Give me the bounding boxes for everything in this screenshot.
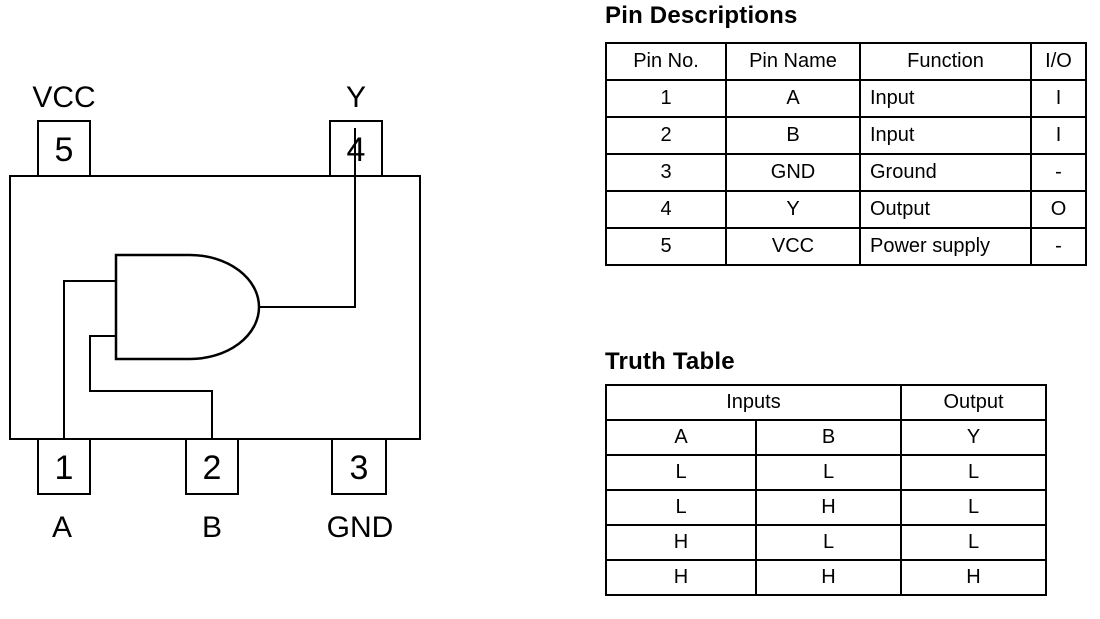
table-cell: VCC <box>725 227 861 266</box>
table-cell: H <box>605 524 757 561</box>
table-cell: B <box>725 116 861 155</box>
header-io: I/O <box>1030 42 1087 81</box>
pin-table-row: 3 GND Ground - <box>605 153 1087 192</box>
pin-descriptions-table: Pin No. Pin Name Function I/O 1 A Input … <box>605 42 1087 266</box>
table-cell: H <box>900 559 1047 596</box>
table-cell: Input <box>859 79 1032 118</box>
table-cell: L <box>605 454 757 491</box>
table-cell: I <box>1030 116 1087 155</box>
pin2-name-label: B <box>202 511 222 544</box>
table-cell: Output <box>859 190 1032 229</box>
pin-table-header-row: Pin No. Pin Name Function I/O <box>605 42 1087 81</box>
pin1-number: 1 <box>55 449 74 487</box>
header-pin-no: Pin No. <box>605 42 727 81</box>
wire-input-a <box>63 280 116 439</box>
table-cell: L <box>900 524 1047 561</box>
package-body <box>9 175 421 440</box>
truth-table-row: H H H <box>605 559 1047 596</box>
table-cell: - <box>1030 227 1087 266</box>
col-header-y: Y <box>900 419 1047 456</box>
truth-table-title: Truth Table <box>605 348 735 375</box>
table-cell: H <box>755 489 902 526</box>
table-cell: H <box>755 559 902 596</box>
wire-input-b <box>89 335 213 439</box>
header-output: Output <box>900 384 1047 421</box>
pin3-box <box>331 438 387 495</box>
table-cell: GND <box>725 153 861 192</box>
truth-table-row: L H L <box>605 489 1047 526</box>
table-cell: Ground <box>859 153 1032 192</box>
pin5-name-label: VCC <box>32 81 95 114</box>
table-cell: H <box>605 559 757 596</box>
wire-output-y <box>259 128 356 308</box>
header-pin-name: Pin Name <box>725 42 861 81</box>
truth-table-row: L L L <box>605 454 1047 491</box>
table-cell: - <box>1030 153 1087 192</box>
col-header-a: A <box>605 419 757 456</box>
header-inputs: Inputs <box>605 384 902 421</box>
pin2-number: 2 <box>203 449 222 487</box>
table-cell: 3 <box>605 153 727 192</box>
table-cell: O <box>1030 190 1087 229</box>
pin-descriptions-title: Pin Descriptions <box>605 2 798 29</box>
ic-package-diagram: 5 4 1 2 3 VCC Y A B GND <box>0 0 430 560</box>
table-cell: Input <box>859 116 1032 155</box>
pin1-name-label: A <box>52 511 72 544</box>
pin3-name-label: GND <box>327 511 394 544</box>
table-cell: 2 <box>605 116 727 155</box>
table-cell: Y <box>725 190 861 229</box>
pin4-name-label: Y <box>346 81 366 114</box>
pin-table-row: 1 A Input I <box>605 79 1087 118</box>
table-cell: L <box>605 489 757 526</box>
table-cell: L <box>755 454 902 491</box>
table-cell: L <box>900 454 1047 491</box>
table-cell: A <box>725 79 861 118</box>
header-function: Function <box>859 42 1032 81</box>
truth-table-col-header-row: A B Y <box>605 419 1047 456</box>
pin-table-row: 4 Y Output O <box>605 190 1087 229</box>
truth-table-group-header-row: Inputs Output <box>605 384 1047 421</box>
table-cell: L <box>900 489 1047 526</box>
truth-table: Inputs Output A B Y L L L L H L H L L <box>605 384 1047 596</box>
pin-table-row: 5 VCC Power supply - <box>605 227 1087 266</box>
table-cell: 4 <box>605 190 727 229</box>
truth-table-row: H L L <box>605 524 1047 561</box>
pin5-number: 5 <box>55 131 74 169</box>
pin4-number: 4 <box>347 131 366 169</box>
table-cell: 5 <box>605 227 727 266</box>
and-gate-symbol <box>114 253 261 361</box>
table-cell: 1 <box>605 79 727 118</box>
table-cell: Power supply <box>859 227 1032 266</box>
table-cell: I <box>1030 79 1087 118</box>
table-cell: L <box>755 524 902 561</box>
pin5-box <box>37 120 91 177</box>
col-header-b: B <box>755 419 902 456</box>
pin-table-row: 2 B Input I <box>605 116 1087 155</box>
pin3-number: 3 <box>350 449 369 487</box>
ic-schematic-svg: 5 4 1 2 3 VCC Y A B GND <box>9 81 421 544</box>
